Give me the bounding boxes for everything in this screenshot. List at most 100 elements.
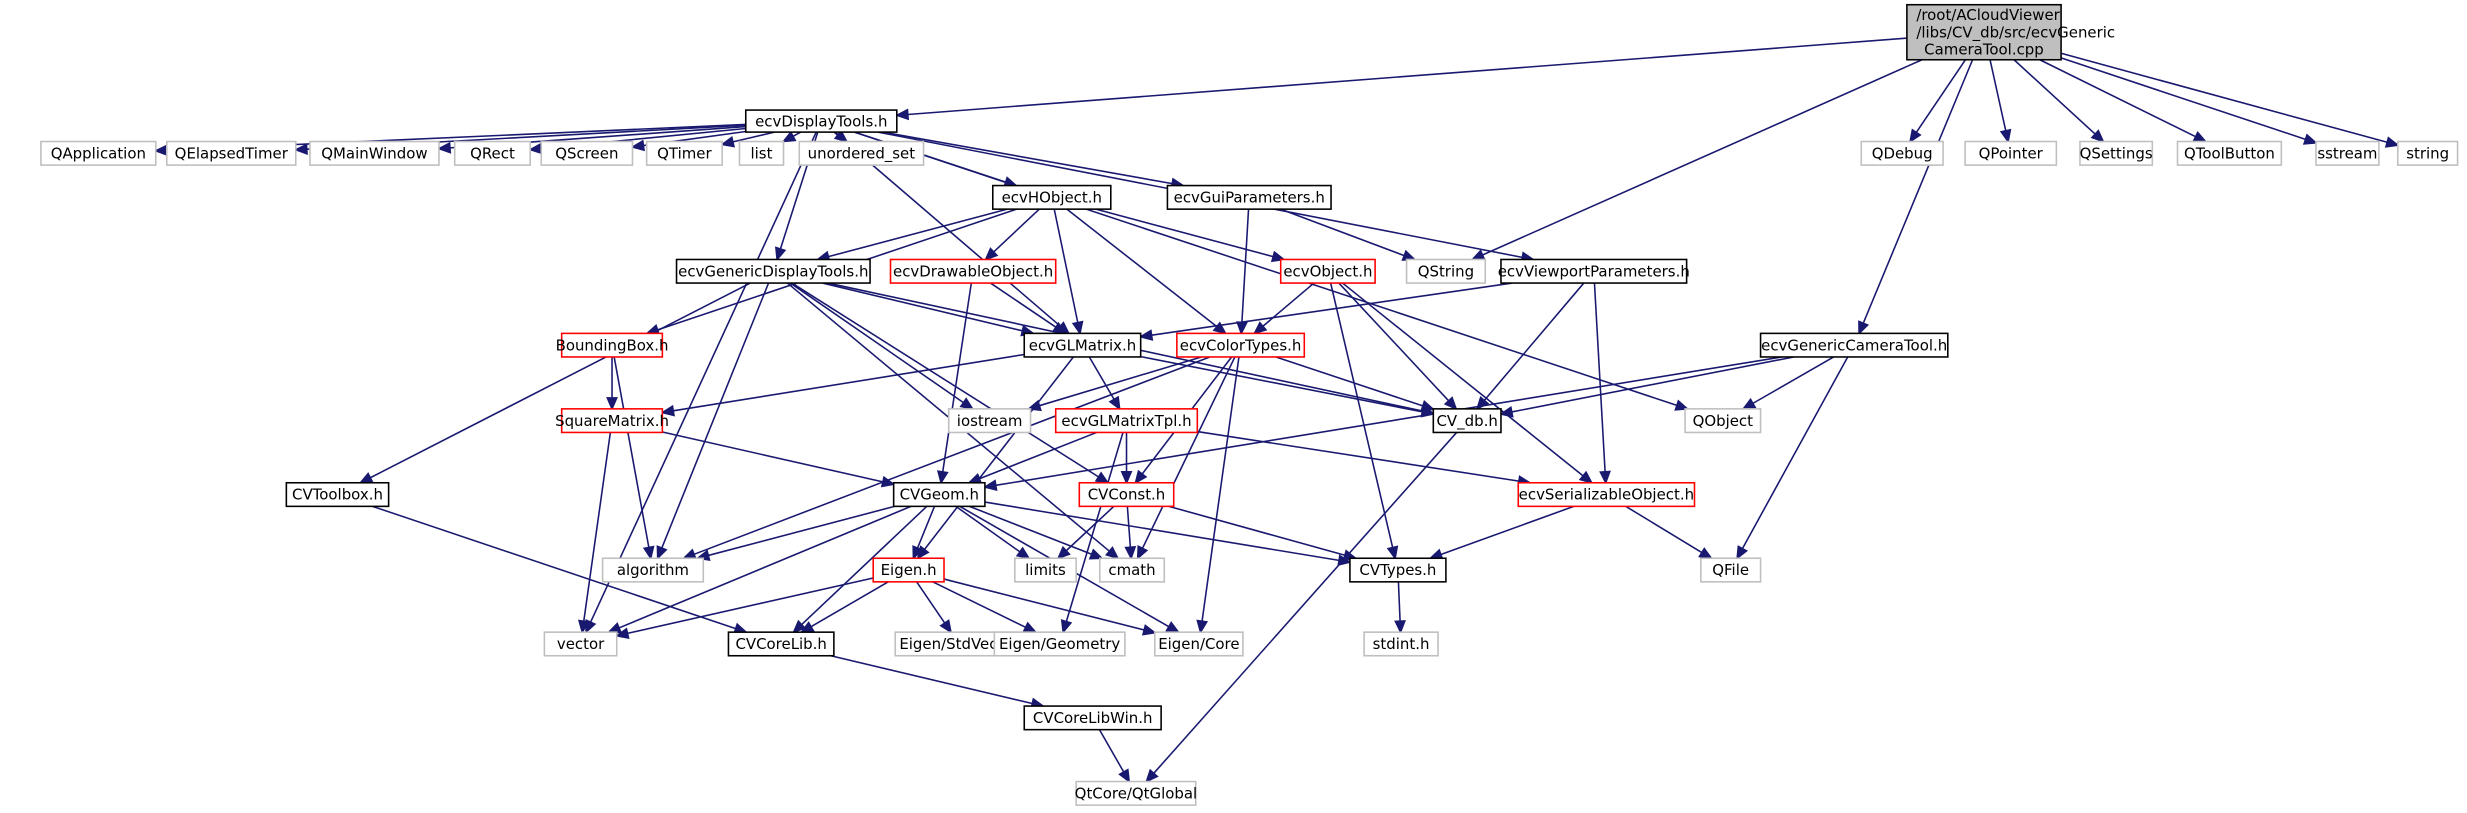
node-ecv-object[interactable]: ecvObject.h <box>1279 258 1376 284</box>
node-ecv-gui-parameters[interactable]: ecvGuiParameters.h <box>1166 184 1332 210</box>
node-label: ecvDrawableObject.h <box>893 262 1053 280</box>
node-box <box>947 408 1032 434</box>
edge-bounding-box-to-square-matrix <box>606 356 618 411</box>
arrowhead-icon <box>606 397 618 411</box>
node-box <box>560 408 664 434</box>
node-eigen-core: Eigen/Core <box>1154 631 1244 657</box>
edge-line <box>1338 282 1450 402</box>
node-label: QScreen <box>555 145 618 163</box>
edge-line <box>1275 356 1424 407</box>
node-cv-db[interactable]: CV_db.h <box>1432 408 1502 434</box>
node-label: iostream <box>957 412 1023 430</box>
node-box <box>453 140 532 166</box>
edge-line <box>993 208 1040 253</box>
edge-root-to-string <box>2060 52 2400 148</box>
arrowhead-icon <box>1145 768 1159 784</box>
node-ecv-display-tools[interactable]: ecvDisplayTools.h <box>744 109 898 133</box>
arrowhead-icon <box>1252 321 1268 335</box>
node-ecv-generic-display-tools[interactable]: ecvGenericDisplayTools.h <box>675 258 871 284</box>
edge-line <box>1989 59 2007 131</box>
edge-square-matrix-to-vector <box>578 432 612 635</box>
node-qtimer: QTimer <box>645 140 723 166</box>
node-label: QApplication <box>51 145 146 163</box>
node-ecv-drawable-object[interactable]: ecvDrawableObject.h <box>889 258 1057 284</box>
node-box <box>991 184 1112 210</box>
node-cvtoolbox[interactable]: CVToolbox.h <box>285 481 390 508</box>
edge-ecv-color-types-to-eigen-core <box>1196 356 1240 635</box>
arrowhead-icon <box>894 108 910 121</box>
edge-line <box>801 505 928 626</box>
node-cvcore-lib[interactable]: CVCoreLib.h <box>727 631 835 657</box>
edge-line <box>1197 430 1520 482</box>
edge-line <box>1053 208 1079 323</box>
node-ecv-generic-camera-tool[interactable]: ecvGenericCameraTool.h <box>1759 332 1949 358</box>
edge-line <box>1201 356 1240 622</box>
node-label: ecvGLMatrixTpl.h <box>1061 412 1191 430</box>
node-cvcore-lib-win[interactable]: CVCoreLibWin.h <box>1023 705 1162 731</box>
node-box <box>601 557 705 583</box>
node-iostream: iostream <box>947 408 1032 434</box>
node-cvgeom[interactable]: CVGeom.h <box>892 481 986 508</box>
edge-line <box>2013 59 2096 135</box>
edge-ecv-gui-parameters-to-qstring <box>1280 208 1417 261</box>
node-ecv-hobject[interactable]: ecvHObject.h <box>991 184 1112 210</box>
edges-layer <box>153 37 2400 784</box>
arrowhead-icon <box>578 619 590 635</box>
edge-ecv-generic-camera-tool-to-cv-db <box>1499 356 1794 418</box>
node-ecv-serializable-object[interactable]: ecvSerializableObject.h <box>1517 481 1696 508</box>
edge-ecv-color-types-to-iostream <box>1026 356 1202 412</box>
node-square-matrix[interactable]: SquareMatrix.h <box>555 408 669 434</box>
edge-ecv-generic-display-tools-to-cvtoolbox <box>358 282 751 484</box>
arrowhead-icon <box>1196 619 1209 635</box>
node-vector: vector <box>543 631 618 657</box>
arrowhead-icon <box>1470 249 1486 261</box>
arrowhead-icon <box>1736 545 1749 560</box>
edge-square-matrix-to-cvgeom <box>662 431 896 488</box>
arrowhead-icon <box>1120 470 1133 485</box>
node-bounding-box[interactable]: BoundingBox.h <box>556 332 669 358</box>
node-stdint: stdint.h <box>1363 631 1439 657</box>
arrowhead-icon <box>984 247 999 261</box>
node-box <box>285 481 390 508</box>
arrowhead-icon <box>720 135 736 148</box>
node-label: unordered_set <box>808 145 916 163</box>
edge-root-to-qstring <box>1470 59 1923 261</box>
node-cvtypes[interactable]: CVTypes.h <box>1349 557 1447 583</box>
node-ecv-glmatrix[interactable]: ecvGLMatrix.h <box>1023 332 1142 358</box>
edge-root-to-ecv-generic-camera-tool <box>1858 59 1974 336</box>
node-box <box>165 140 297 166</box>
node-label: Eigen/Core <box>1158 635 1239 653</box>
node-ecv-color-types[interactable]: ecvColorTypes.h <box>1176 332 1306 358</box>
node-label: QToolButton <box>2184 145 2275 163</box>
arrowhead-icon <box>1060 619 1073 635</box>
node-label: CVCoreLib.h <box>735 635 826 653</box>
node-label: limits <box>1025 561 1066 579</box>
node-label: CVConst.h <box>1088 486 1166 504</box>
edge-line <box>662 431 884 483</box>
node-box <box>1363 631 1439 657</box>
arrowhead-icon <box>528 142 543 155</box>
arrowhead-icon <box>781 130 797 143</box>
node-ecv-viewport-parameters[interactable]: ecvViewportParameters.h <box>1498 258 1690 284</box>
edge-line <box>2039 59 2196 138</box>
node-label: stdint.h <box>1373 635 1430 653</box>
edge-line <box>984 501 1340 562</box>
node-label: list <box>751 145 773 163</box>
edge-line <box>943 578 1145 631</box>
node-eigen-std-vector: Eigen/StdVector <box>894 631 1024 657</box>
node-eigen[interactable]: Eigen.h <box>872 557 945 583</box>
node-label: ecvGuiParameters.h <box>1174 189 1325 207</box>
edge-line <box>1066 208 1218 328</box>
node-ecv-glmatrix-tpl[interactable]: ecvGLMatrixTpl.h <box>1054 408 1199 434</box>
edge-eigen-to-cvcore-lib <box>799 581 889 634</box>
arrowhead-icon <box>607 622 623 634</box>
arrowhead-icon <box>1999 128 2012 144</box>
node-cvconst[interactable]: CVConst.h <box>1078 481 1175 508</box>
node-label: ecvSerializableObject.h <box>1519 486 1694 504</box>
node-root[interactable]: /root/ACloudViewer/libs/CV_db/src/ecvGen… <box>1906 3 2115 61</box>
edge-ecv-hobject-to-ecv-drawable-object <box>984 208 1040 261</box>
edge-line <box>369 282 751 479</box>
node-box <box>1023 705 1162 731</box>
node-algorithm: algorithm <box>601 557 705 583</box>
node-label: /libs/CV_db/src/ecvGeneric <box>1916 23 2115 41</box>
